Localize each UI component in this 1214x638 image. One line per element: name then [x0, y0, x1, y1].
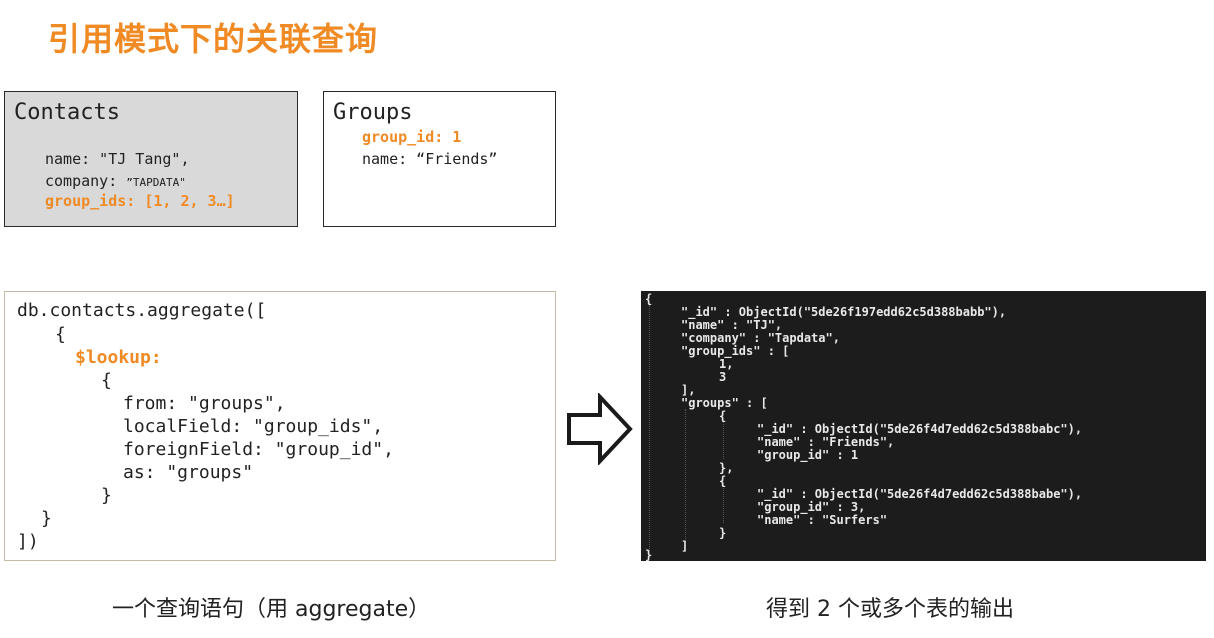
output-terminal: { "_id" : ObjectId("5de26f197edd62c5d388…	[641, 291, 1206, 562]
contacts-company-key: company:	[45, 172, 127, 190]
output-line: "name" : "TJ",	[681, 318, 783, 332]
output-line: {	[719, 474, 727, 488]
groups-name-field: name: “Friends”	[362, 150, 498, 168]
contacts-name-field: name: "TJ Tang",	[45, 150, 190, 168]
output-line: "_id" : ObjectId("5de26f4d7edd62c5d388ba…	[757, 422, 1083, 436]
output-line: "_id" : ObjectId("5de26f4d7edd62c5d388ba…	[757, 487, 1083, 501]
code-line: from: "groups",	[123, 393, 286, 414]
contacts-heading: Contacts	[14, 100, 120, 125]
output-line: "group_id" : 1	[757, 448, 859, 462]
contacts-company-value: ”TAPDATA"	[126, 176, 186, 189]
code-line-lookup: $lookup:	[75, 347, 162, 368]
code-line: {	[55, 324, 66, 345]
code-line: {	[101, 370, 112, 391]
output-line: 3	[719, 370, 727, 384]
output-line: "name" : "Surfers"	[757, 513, 888, 527]
code-line: localField: "group_ids",	[123, 416, 384, 437]
output-line: {	[645, 292, 653, 306]
aggregate-code-block: db.contacts.aggregate([ { $lookup: { fro…	[4, 291, 556, 561]
output-line: "group_ids" : [	[681, 344, 790, 358]
code-line: as: "groups"	[123, 462, 254, 483]
output-line: "group_id" : 3,	[757, 500, 866, 514]
slide-title: 引用模式下的关联查询	[48, 20, 379, 58]
groups-collection-box: Groups group_id: 1 name: “Friends”	[323, 91, 556, 227]
groups-group-id-field: group_id: 1	[362, 128, 462, 146]
contacts-company-field: company: ”TAPDATA"	[45, 172, 186, 190]
contacts-group-ids-field: group_ids: [1, 2, 3…]	[45, 192, 235, 210]
output-line: ]	[681, 539, 689, 553]
code-line: }	[101, 485, 112, 506]
contacts-collection-box: Contacts name: "TJ Tang", company: ”TAPD…	[4, 91, 298, 227]
right-arrow-icon	[567, 393, 633, 465]
output-line: {	[719, 409, 727, 423]
caption-left: 一个查询语句（用 aggregate）	[112, 597, 431, 622]
output-line: ],	[681, 383, 696, 397]
output-line: "company" : "Tapdata",	[681, 331, 840, 345]
output-line: "_id" : ObjectId("5de26f197edd62c5d388ba…	[681, 305, 1007, 319]
output-line: },	[719, 461, 734, 475]
output-line: 1,	[719, 357, 734, 371]
code-line: ])	[17, 531, 39, 552]
output-line: "groups" : [	[681, 396, 768, 410]
caption-right: 得到 2 个或多个表的输出	[766, 597, 1014, 622]
output-line: }	[645, 548, 653, 562]
groups-heading: Groups	[333, 100, 413, 125]
code-line: foreignField: "group_id",	[123, 439, 394, 460]
code-line: db.contacts.aggregate([	[17, 300, 267, 321]
code-line: }	[41, 508, 52, 529]
output-line: }	[719, 526, 727, 540]
output-line: "name" : "Friends",	[757, 435, 895, 449]
